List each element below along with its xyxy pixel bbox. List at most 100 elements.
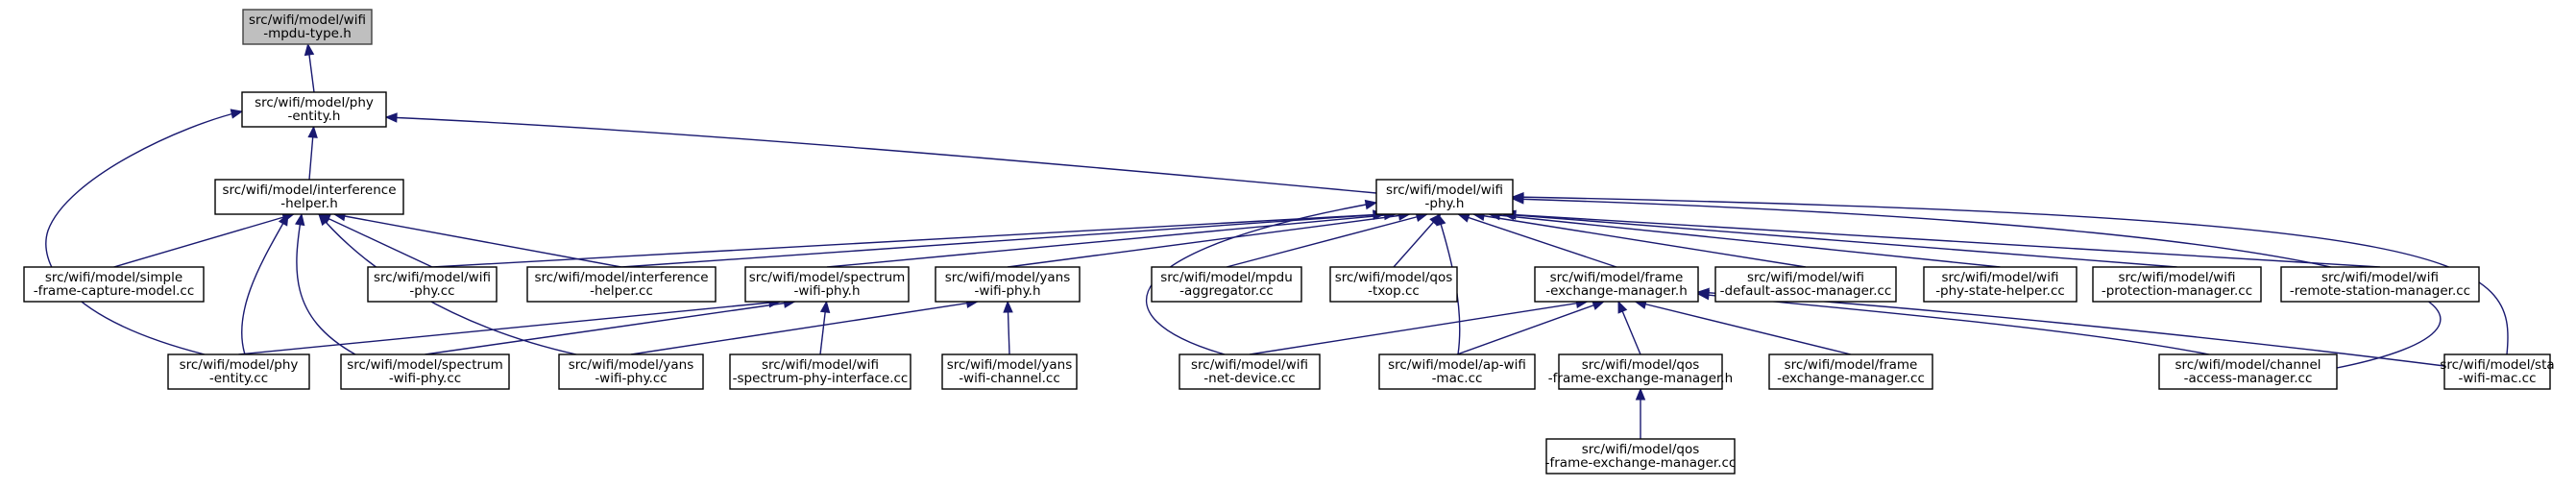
node-box (167, 353, 310, 390)
edge-phy-entity-cc-to-interference-helper-h (241, 212, 289, 355)
edge-line (1458, 213, 1617, 268)
node-frame-exchange-manager-cc[interactable]: src/wifi/model/frame-exchange-manager.cc (1768, 353, 1933, 390)
node-box (241, 91, 387, 128)
node-yans-wifi-phy-cc[interactable]: src/wifi/model/yans-wifi-phy.cc (558, 353, 704, 390)
edge-line (1504, 213, 2381, 268)
node-spectrum-wifi-phy-cc[interactable]: src/wifi/model/spectrum-wifi-phy.cc (340, 353, 510, 390)
arrowhead (1003, 300, 1013, 313)
node-label-line: src/wifi/model/interference (534, 270, 708, 285)
node-qos-txop-cc[interactable]: src/wifi/model/qos-txop.cc (1329, 266, 1458, 303)
arrowhead (819, 300, 831, 314)
edge-wifi-net-device-cc-to-frame-exchange-manager-h (1249, 298, 1589, 355)
node-box (242, 9, 373, 45)
edge-simple-frame-capture-model-cc-to-interference-helper-h (113, 212, 295, 268)
node-label-line: -phy.cc (409, 283, 454, 299)
node-qos-frame-exchange-manager-h[interactable]: src/wifi/model/qos-frame-exchange-manage… (1548, 353, 1733, 390)
edge-line (1456, 301, 1604, 355)
edge-sta-wifi-mac-cc-to-wifi-phy-h (1511, 191, 2509, 355)
node-label-line: src/wifi/model/frame (1550, 270, 1684, 285)
edge-wifi-protection-manager-cc-to-wifi-phy-h (1501, 209, 2177, 268)
edge-line (1226, 213, 1428, 268)
node-label-line: -wifi-phy.cc (389, 371, 461, 386)
edge-wifi-phy-cc-to-wifi-phy-h (431, 209, 1386, 268)
node-wifi-default-assoc-manager-cc[interactable]: src/wifi/model/wifi-default-assoc-manage… (1714, 266, 1897, 303)
node-label-line: -mpdu-type.h (263, 26, 352, 41)
node-ap-wifi-mac-cc[interactable]: src/wifi/model/ap-wifi-mac.cc (1378, 353, 1536, 390)
arrowhead (318, 212, 330, 227)
node-interference-helper-h[interactable]: src/wifi/model/interference-helper.h (214, 179, 404, 215)
node-box (1378, 353, 1536, 390)
node-label-line: src/wifi/model/interference (222, 183, 396, 198)
node-yans-wifi-phy-h[interactable]: src/wifi/model/yans-wifi-phy.h (935, 266, 1081, 303)
node-label-line: src/wifi/model/qos (1582, 357, 1700, 373)
node-phy-entity-h[interactable]: src/wifi/model/phy-entity.h (241, 91, 387, 128)
edge-line (241, 213, 289, 355)
node-box (214, 179, 404, 215)
node-box (2280, 266, 2480, 303)
node-wifi-remote-station-manager-cc[interactable]: src/wifi/model/wifi-remote-station-manag… (2280, 266, 2480, 303)
node-wifi-phy-cc[interactable]: src/wifi/model/wifi-phy.cc (367, 266, 498, 303)
node-box (2443, 353, 2551, 390)
edge-wifi-spectrum-phy-interface-cc-to-spectrum-wifi-phy-h (819, 300, 831, 355)
node-label-line: src/wifi/model/qos (1335, 270, 1453, 285)
node-spectrum-wifi-phy-h[interactable]: src/wifi/model/spectrum-wifi-phy.h (744, 266, 910, 303)
edge-line (45, 110, 243, 355)
node-label-line: src/wifi/model/qos (1582, 442, 1700, 457)
node-wifi-protection-manager-cc[interactable]: src/wifi/model/wifi-protection-manager.c… (2092, 266, 2262, 303)
node-label-line: -helper.cc (590, 283, 653, 299)
node-box (941, 353, 1078, 390)
arrowhead (295, 212, 305, 227)
edge-spectrum-wifi-phy-cc-to-interference-helper-h (295, 212, 356, 355)
node-wifi-phy-state-helper-cc[interactable]: src/wifi/model/wifi-phy-state-helper.cc (1923, 266, 2078, 303)
node-mpdu-aggregator-cc[interactable]: src/wifi/model/mpdu-aggregator.cc (1151, 266, 1302, 303)
node-channel-access-manager-cc[interactable]: src/wifi/model/channel-access-manager.cc (2158, 353, 2338, 390)
node-label-line: -wifi-phy.cc (595, 371, 667, 386)
edge-line (385, 116, 1377, 194)
node-label-line: src/wifi/model/sta (2440, 357, 2554, 373)
arrowhead (1592, 300, 1605, 310)
node-box (729, 353, 911, 390)
node-phy-entity-cc[interactable]: src/wifi/model/phy-entity.cc (167, 353, 310, 390)
node-box (1923, 266, 2078, 303)
edge-phy-entity-cc-to-phy-entity-h (45, 109, 244, 355)
node-label-line: src/wifi/model/frame (1785, 357, 1918, 373)
node-sta-wifi-mac-cc[interactable]: src/wifi/model/sta-wifi-mac.cc (2440, 353, 2555, 390)
edge-line (1502, 213, 2177, 268)
node-interference-helper-cc[interactable]: src/wifi/model/interference-helper.cc (526, 266, 717, 303)
node-box (1545, 438, 1736, 475)
node-label-line: src/wifi/model/simple (45, 270, 182, 285)
edge-spectrum-wifi-phy-cc-to-spectrum-wifi-phy-h (425, 298, 796, 355)
node-qos-frame-exchange-manager-cc[interactable]: src/wifi/model/qos-frame-exchange-manage… (1545, 438, 1737, 475)
arrowhead (230, 109, 244, 119)
node-wifi-spectrum-phy-interface-cc[interactable]: src/wifi/model/wifi-spectrum-phy-interfa… (729, 353, 911, 390)
node-label-line: -entity.h (288, 109, 341, 124)
node-wifi-net-device-cc[interactable]: src/wifi/model/wifi-net-device.cc (1179, 353, 1321, 390)
node-label-line: src/wifi/model/wifi (2321, 270, 2439, 285)
node-label-line: src/wifi/model/wifi (1191, 357, 1308, 373)
edge-line (1472, 213, 1807, 268)
node-label-line: src/wifi/model/yans (945, 270, 1071, 285)
node-box (340, 353, 510, 390)
edge-line (333, 213, 622, 268)
node-box (1329, 266, 1458, 303)
node-label-line: src/wifi/model/ap-wifi (1388, 357, 1526, 373)
node-simple-frame-capture-model-cc[interactable]: src/wifi/model/simple-frame-capture-mode… (23, 266, 205, 303)
edge-yans-wifi-channel-cc-to-yans-wifi-phy-h (1003, 300, 1013, 355)
node-box (1558, 353, 1723, 390)
node-yans-wifi-channel-cc[interactable]: src/wifi/model/yans-wifi-channel.cc (941, 353, 1078, 390)
node-label-line: -exchange-manager.cc (1777, 371, 1925, 386)
node-label-line: src/wifi/model/spectrum (347, 357, 503, 373)
edge-line (296, 213, 356, 355)
edge-wifi-remote-station-manager-cc-to-wifi-phy-h (1503, 209, 2381, 268)
node-frame-exchange-manager-h[interactable]: src/wifi/model/frame-exchange-manager.h (1534, 266, 1699, 303)
edge-phy-entity-h-to-mpdu-type-h (304, 42, 315, 93)
arrowhead (1617, 300, 1628, 314)
edge-line (1635, 301, 1852, 355)
node-box (744, 266, 910, 303)
nodes-layer: src/wifi/model/wifi -mpdu-type.h src/wifi/… (23, 9, 2555, 475)
edge-wifi-phy-h-to-phy-entity-h (384, 112, 1377, 194)
edge-frame-exchange-manager-cc-to-frame-exchange-manager-h (1634, 299, 1852, 355)
edge-yans-wifi-phy-cc-to-yans-wifi-phy-h (630, 298, 979, 355)
edge-line (431, 213, 1385, 268)
node-wifi-phy-h[interactable]: src/wifi/model/wifi-phy.h (1375, 179, 1514, 215)
